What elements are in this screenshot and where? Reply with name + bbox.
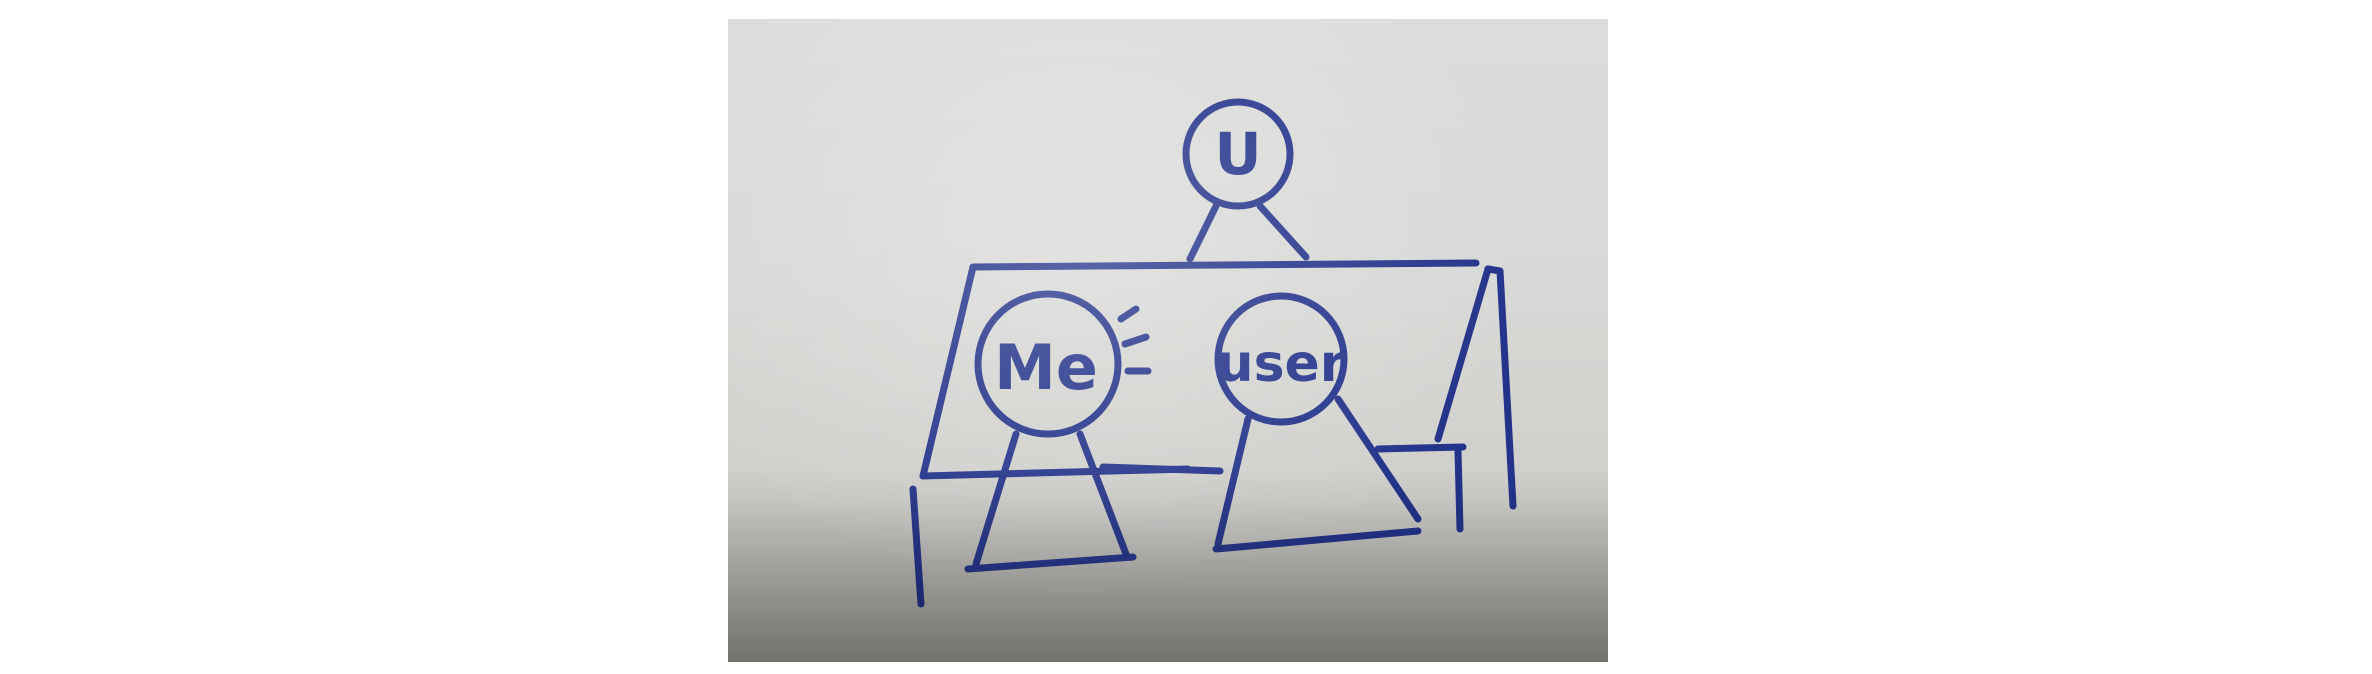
sketch-photo: U Me [728,19,1608,662]
left-person: Me [964,290,1224,573]
table-right-leg [1454,447,1464,533]
table-right-edge-outer [1496,267,1517,510]
top-person: U [1182,98,1310,263]
top-person-body-right [1256,202,1310,261]
left-person-head [974,290,1122,438]
right-person-head [1214,292,1348,426]
hand-drawn-sketch: U Me [909,98,1517,608]
table-right-bottom [1374,443,1467,453]
right-person-body-base [1212,527,1422,553]
top-person-head [1182,98,1294,210]
left-person-arm [1099,463,1224,475]
top-person-label: U [1214,120,1261,188]
top-person-body-left [1186,202,1220,263]
table-top-edge [969,259,1480,271]
right-person-label: user [1217,334,1346,394]
left-person-body-base [964,553,1137,573]
right-person-body-left [1214,415,1252,548]
table-right-edge-inner [1434,265,1492,443]
speech-mark-1 [1117,305,1140,323]
left-person-label: Me [994,331,1098,404]
left-person-body-left [972,430,1020,568]
table-left-edge [919,263,977,480]
left-person-body-right [1076,430,1130,558]
speech-mark-2 [1121,333,1150,348]
right-person-body-right [1334,395,1422,523]
table-left-leg [909,485,925,608]
table-corner [1484,265,1504,275]
right-person: user [1212,292,1422,553]
